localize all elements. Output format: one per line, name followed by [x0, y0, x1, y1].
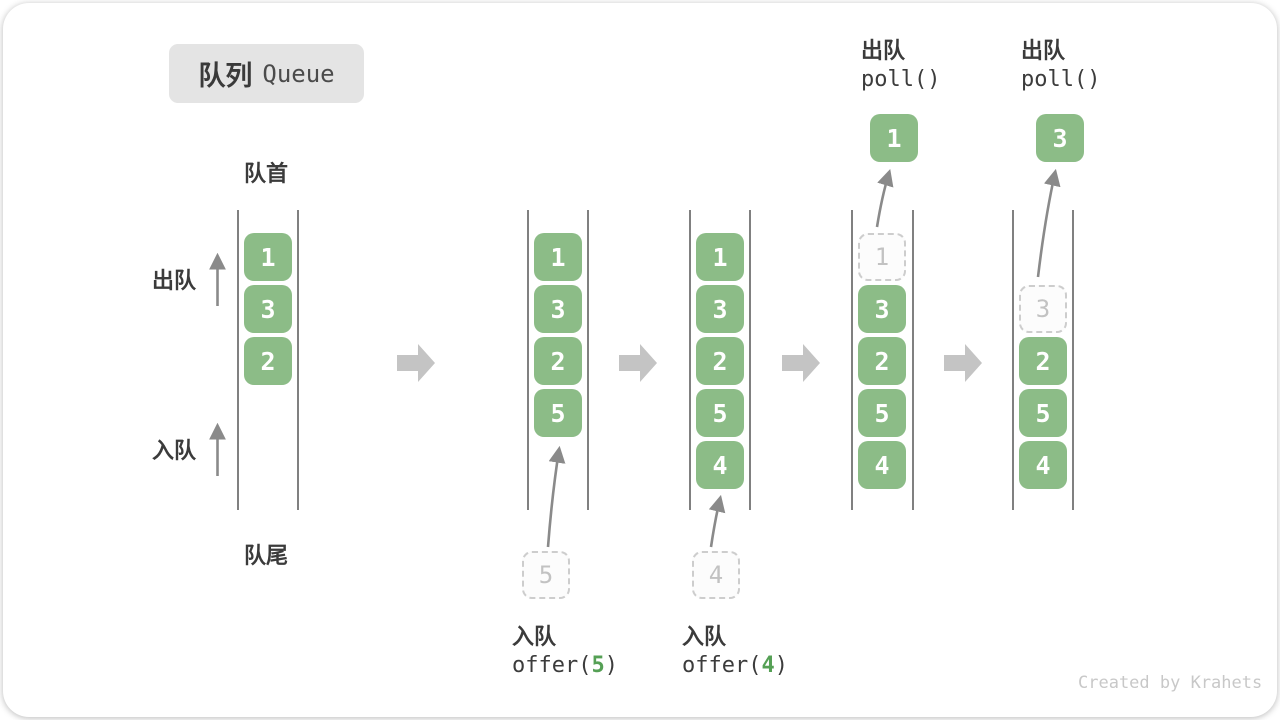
queue-cell: 1 [696, 233, 744, 281]
op-poll1-code: poll() [861, 67, 941, 92]
op-poll3-label: 出队 [1021, 38, 1066, 63]
op-enqueue4-code: offer(4) [682, 653, 788, 678]
removed-ghost-cell: 3 [1019, 285, 1067, 333]
removed-ghost-cell: 1 [858, 233, 906, 281]
queue-cell: 5 [696, 389, 744, 437]
incoming-ghost-cell: 5 [522, 551, 570, 599]
watermark: Created by Krahets [1078, 673, 1263, 693]
queue-cell: 3 [534, 285, 582, 333]
diagram-card [3, 3, 1277, 717]
queue-cell: 4 [696, 441, 744, 489]
queue-cell: 1 [244, 233, 292, 281]
op-enqueue4-label: 入队 [682, 624, 727, 649]
queue-cell: 5 [858, 389, 906, 437]
queue-cell: 2 [244, 337, 292, 385]
op-poll1-label: 出队 [861, 38, 906, 63]
title-en: Queue [262, 59, 335, 88]
incoming-ghost-cell: 4 [692, 551, 740, 599]
queue-cell: 1 [534, 233, 582, 281]
popped-cell: 3 [1036, 114, 1084, 162]
queue-cell: 5 [1019, 389, 1067, 437]
queue-cell: 3 [244, 285, 292, 333]
queue-cell: 2 [1019, 337, 1067, 385]
title-zh: 队列 [198, 61, 253, 91]
queue-cell: 5 [534, 389, 582, 437]
queue-cell: 2 [534, 337, 582, 385]
queue-cell: 3 [696, 285, 744, 333]
op-enqueue5-label: 入队 [512, 624, 557, 649]
op-poll3-code: poll() [1021, 67, 1101, 92]
queue-cell: 2 [696, 337, 744, 385]
label-queue-front: 队首 [244, 161, 289, 186]
op-enqueue5-code: offer(5) [512, 653, 618, 678]
queue-cell: 4 [1019, 441, 1067, 489]
popped-cell: 1 [870, 114, 918, 162]
label-dequeue-left: 出队 [152, 268, 197, 293]
queue-cell: 2 [858, 337, 906, 385]
queue-cell: 3 [858, 285, 906, 333]
title-badge: 队列 Queue [169, 44, 364, 103]
queue-cell: 4 [858, 441, 906, 489]
label-enqueue-left: 入队 [152, 438, 197, 463]
label-queue-rear: 队尾 [244, 543, 289, 568]
